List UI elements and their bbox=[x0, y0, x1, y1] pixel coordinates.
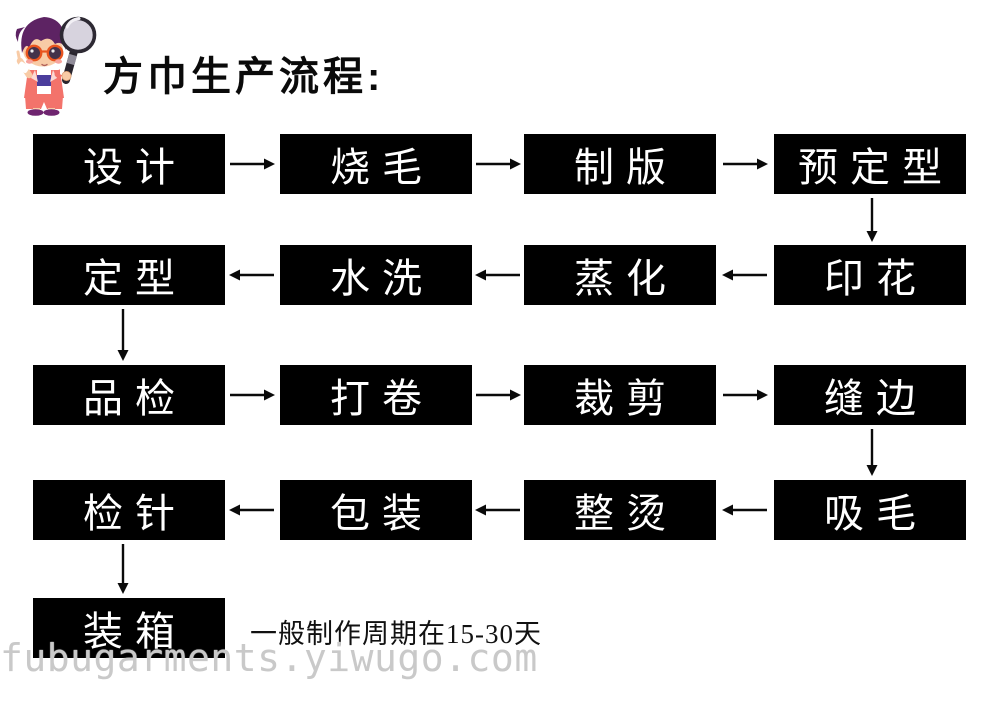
flow-step-boxing: 装箱 bbox=[33, 598, 225, 658]
arrow-right-icon bbox=[230, 389, 275, 401]
page-title: 方巾生产流程: bbox=[103, 55, 385, 99]
flow-step-setting: 定型 bbox=[33, 245, 225, 305]
watermark-text: fubugarments.yiwugo.com bbox=[0, 636, 538, 680]
arrow-down-icon bbox=[866, 429, 878, 476]
flow-step-printing: 印花 bbox=[774, 245, 966, 305]
arrow-down-icon bbox=[117, 544, 129, 594]
flow-step-plate-making: 制版 bbox=[524, 134, 716, 194]
flow-step-quality-check: 品检 bbox=[33, 365, 225, 425]
arrow-left-icon bbox=[475, 269, 520, 281]
flow-step-ironing: 整烫 bbox=[524, 480, 716, 540]
flow-step-cutting: 裁剪 bbox=[524, 365, 716, 425]
arrow-left-icon bbox=[229, 504, 274, 516]
production-cycle-note: 一般制作周期在15-30天 bbox=[250, 619, 542, 649]
flow-step-packaging: 包装 bbox=[280, 480, 472, 540]
arrow-down-icon bbox=[117, 309, 129, 361]
flow-step-needle-inspection: 检针 bbox=[33, 480, 225, 540]
arrow-right-icon bbox=[476, 389, 521, 401]
flow-step-pre-setting: 预定型 bbox=[774, 134, 966, 194]
flow-step-hemming: 缝边 bbox=[774, 365, 966, 425]
flow-step-lint-removal: 吸毛 bbox=[774, 480, 966, 540]
arrow-right-icon bbox=[476, 158, 521, 170]
arrow-down-icon bbox=[866, 198, 878, 242]
flow-step-rolling: 打卷 bbox=[280, 365, 472, 425]
arrow-right-icon bbox=[230, 158, 275, 170]
arrow-left-icon bbox=[475, 504, 520, 516]
glasses-icon bbox=[25, 44, 43, 62]
arrow-right-icon bbox=[723, 158, 768, 170]
arrow-right-icon bbox=[723, 389, 768, 401]
flow-step-washing: 水洗 bbox=[280, 245, 472, 305]
mascot-boy-magnifier-illustration bbox=[15, 16, 97, 116]
arrow-left-icon bbox=[722, 504, 767, 516]
flow-step-singeing: 烧毛 bbox=[280, 134, 472, 194]
arrow-left-icon bbox=[722, 269, 767, 281]
flow-step-steaming: 蒸化 bbox=[524, 245, 716, 305]
flow-step-design: 设计 bbox=[33, 134, 225, 194]
magnifier-icon bbox=[59, 16, 97, 84]
arrow-left-icon bbox=[229, 269, 274, 281]
